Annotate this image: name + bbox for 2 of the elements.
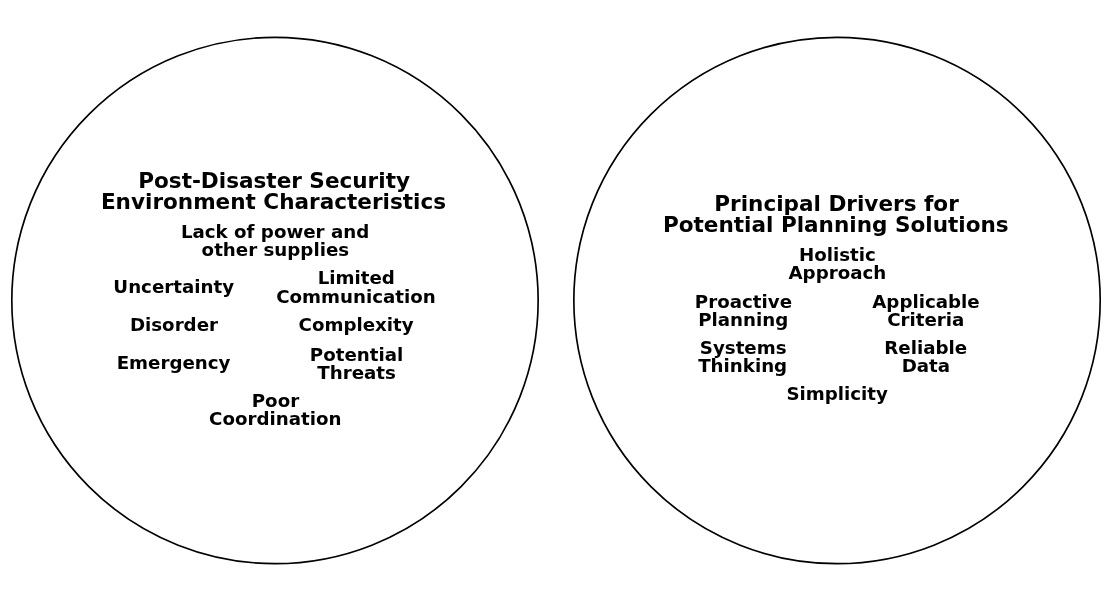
node-circle: Principal Drivers for Potential Planning Solutions Holistic Approach Proactive Planning Applicable Criteria Systems Thinking Reliable Data Simplicity	[573, 36, 1101, 565]
node-circle: Post-Disaster Security Environment Characteristics Lack of power and other supplies Uncertainty Limited Communication Disorder Complexity Emergency Potential Threats Poor Coordination	[11, 36, 539, 565]
